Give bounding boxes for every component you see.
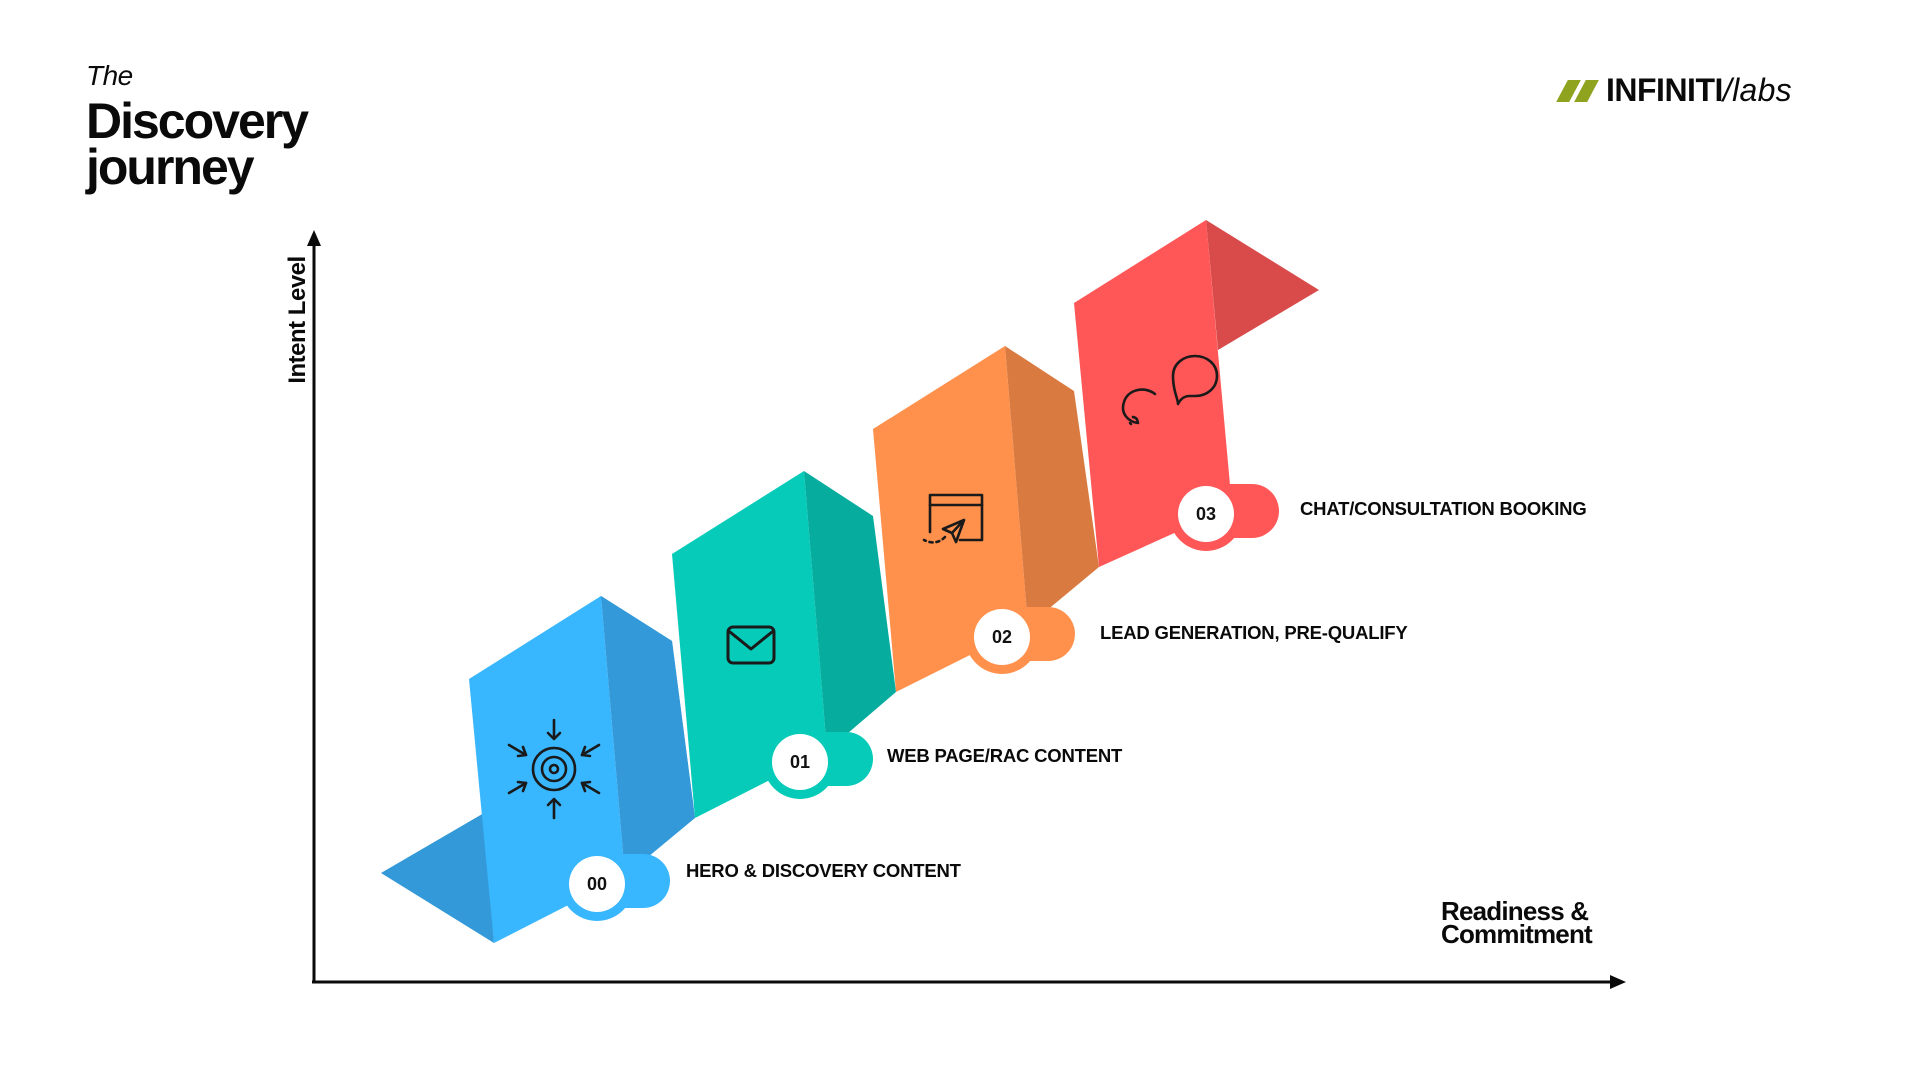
chat-bubbles-icon bbox=[1121, 354, 1219, 426]
title-line-discovery: Discovery bbox=[86, 93, 309, 149]
envelope-icon bbox=[726, 625, 776, 665]
title-prefix: The bbox=[86, 60, 133, 91]
y-axis bbox=[307, 230, 321, 982]
x-axis-label: Readiness & Commitment bbox=[1441, 896, 1661, 949]
step-01-tab bbox=[763, 725, 873, 799]
step-03-label: CHAT/CONSULTATION BOOKING bbox=[1300, 498, 1587, 519]
step-03-number: 03 bbox=[1195, 503, 1217, 524]
infiniti-labs-logo: INFINITI/labs bbox=[1556, 72, 1792, 109]
x-axis-label-line1: Readiness & bbox=[1441, 896, 1589, 926]
step-02-tab bbox=[965, 600, 1075, 674]
y-axis-label: Intent Level bbox=[284, 256, 311, 384]
logo-text-bold: INFINITI bbox=[1606, 72, 1723, 108]
target-focus-icon bbox=[507, 718, 601, 820]
step-03-tab bbox=[1169, 477, 1279, 551]
step-00-number: 00 bbox=[586, 873, 608, 894]
title-line-journey: journey bbox=[86, 139, 255, 195]
browser-send-icon bbox=[922, 493, 984, 544]
title-main: Discovery journey bbox=[86, 93, 309, 195]
logo-text-light: /labs bbox=[1722, 72, 1792, 108]
step-01-label: WEB PAGE/RAC CONTENT bbox=[887, 745, 1123, 766]
x-axis-label-line2: Commitment bbox=[1441, 918, 1593, 949]
slide-title: The Discovery journey bbox=[86, 60, 309, 195]
step-02-number: 02 bbox=[991, 626, 1013, 647]
x-axis bbox=[312, 975, 1626, 989]
step-00-tab bbox=[560, 847, 670, 921]
step-02-label: LEAD GENERATION, PRE-QUALIFY bbox=[1100, 622, 1408, 643]
step-01-number: 01 bbox=[789, 751, 811, 772]
step-00-label: HERO & DISCOVERY CONTENT bbox=[686, 860, 961, 881]
